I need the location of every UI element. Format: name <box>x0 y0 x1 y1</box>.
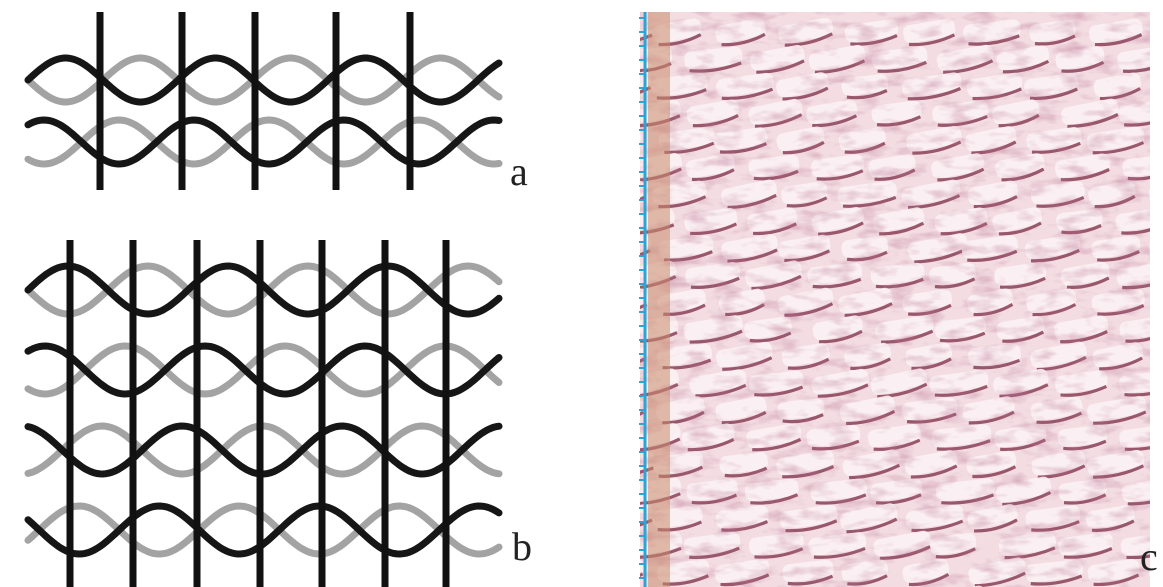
panel-c-label: c <box>1140 534 1158 579</box>
panel-a-weave-diagram <box>28 12 499 190</box>
yarn-float-face <box>1152 73 1163 97</box>
yarn-float-face <box>591 557 645 585</box>
yarn-float-shadow <box>603 197 646 209</box>
panel-c-fabric-photo <box>588 12 1163 587</box>
panel-a-label: a <box>510 149 528 194</box>
yarn-float-shadow <box>1156 521 1163 532</box>
yarn-float-face <box>595 395 646 422</box>
fabric-yarn-float <box>1151 18 1163 47</box>
yarn-float-shadow <box>1154 198 1163 207</box>
yarn-float-shadow <box>602 412 644 424</box>
fabric-yarn-float <box>1148 235 1163 262</box>
yarn-float-shadow <box>1156 413 1163 425</box>
fabric-yarn-float <box>1150 290 1163 316</box>
yarn-float-face <box>589 287 649 314</box>
yarn-float-face <box>1151 18 1163 44</box>
yarn-float-face <box>1148 181 1163 205</box>
fabric-yarn-float <box>1151 449 1163 480</box>
yarn-float-shadow <box>1156 359 1163 370</box>
yarn-float-face <box>1148 125 1163 153</box>
fabric-yarn-float <box>1149 396 1163 426</box>
yarn-float-face <box>1148 235 1163 259</box>
fabric-yarn-float <box>591 557 645 587</box>
yarn-float-shadow <box>1155 142 1163 155</box>
fabric-yarn-float <box>1149 504 1163 533</box>
yarn-float-face <box>588 126 642 152</box>
fabric-yarn-float <box>595 395 646 425</box>
yarn-float-shadow <box>1158 35 1163 46</box>
fabric-yarn-float <box>1148 181 1163 208</box>
yarn-float-face <box>1149 504 1163 530</box>
yarn-float-shadow <box>1154 252 1163 261</box>
fabric-yarn-float <box>588 126 642 156</box>
panel-b-weave-diagram <box>28 240 499 587</box>
yarn-float-shadow <box>1158 466 1163 479</box>
yarn-float-face <box>1151 449 1163 477</box>
yarn-float-shadow <box>1158 90 1163 100</box>
fabric-yarn-float <box>1148 125 1163 156</box>
fabric-yarn-float <box>1150 342 1163 371</box>
fabric-noise <box>640 12 1150 587</box>
yarn-float-face <box>1150 290 1163 313</box>
fabric-yarn-float <box>1152 73 1163 100</box>
yarn-float-face <box>1149 396 1163 423</box>
panel-b-label: b <box>512 524 532 569</box>
yarn-float-shadow <box>595 143 640 155</box>
yarn-float-face <box>1150 342 1163 368</box>
yarn-float-shadow <box>1156 307 1163 315</box>
yarn-float-shadow <box>596 305 647 317</box>
fabric-edge-strip <box>648 12 670 587</box>
yarn-float-shadow <box>598 574 643 587</box>
